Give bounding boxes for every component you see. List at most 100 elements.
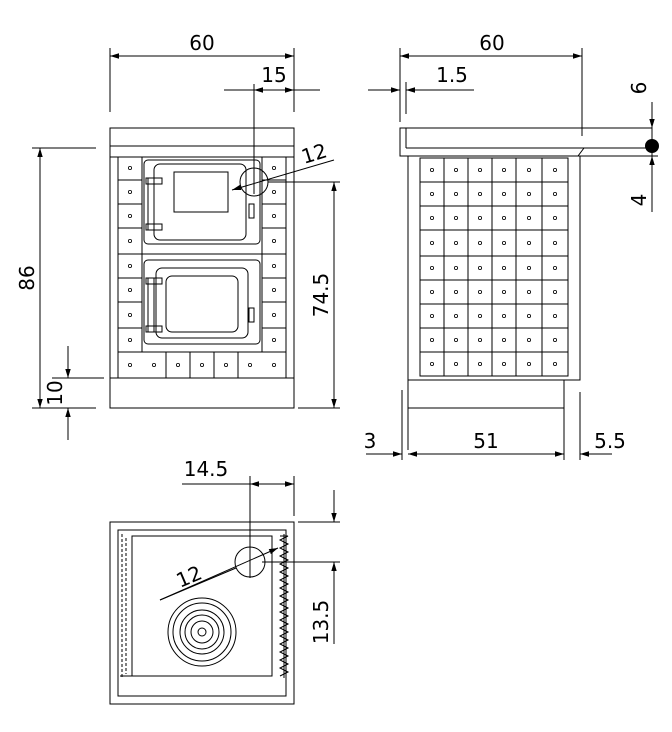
top-view: 14.5 12 13.5 — [109, 457, 340, 705]
side-tile-dot — [501, 289, 506, 294]
side-tile-dots — [429, 167, 558, 366]
top-depth-dimension: 13.5 — [262, 490, 340, 644]
front-base-dimension: 10 — [43, 346, 104, 440]
front-tile-dots — [127, 165, 276, 367]
side-tile-dot — [429, 289, 434, 294]
front-height-label: 86 — [15, 265, 39, 290]
front-tile-field — [117, 156, 287, 379]
side-tile-dot — [477, 240, 482, 245]
side-view: 60 1.5 6 4 3 51 5.5 — [364, 31, 659, 460]
side-top-point — [645, 139, 659, 153]
top-depth-label: 13.5 — [309, 600, 333, 645]
side-tile-dot — [477, 289, 482, 294]
front-offset-label: 15 — [261, 63, 286, 87]
front-tiles-bottom — [142, 253, 262, 378]
front-diameter-label: 12 — [298, 138, 329, 168]
side-tile-dot — [553, 361, 558, 366]
side-tile-dot — [453, 240, 458, 245]
side-tile-dot — [453, 313, 458, 318]
side-tile-dot — [477, 361, 482, 366]
side-bottom-dimensions: 3 51 5.5 — [364, 390, 626, 460]
front-inner-height-label: 74.5 — [309, 273, 333, 318]
front-width-dimension: 60 — [109, 31, 295, 112]
front-base-label: 10 — [43, 380, 67, 405]
top-offset-dimension: 14.5 — [182, 457, 295, 578]
side-tile-dot — [527, 265, 532, 270]
side-tile-dot — [477, 313, 482, 318]
side-tile-dot — [527, 240, 532, 245]
front-base-plinth — [109, 377, 295, 409]
side-tile-dot — [527, 215, 532, 220]
side-tile-dot — [527, 361, 532, 366]
oven-door — [143, 259, 261, 345]
side-tile-dot — [429, 337, 434, 342]
side-tile-dot — [527, 191, 532, 196]
front-offset-dimension: 15 — [224, 63, 320, 194]
side-top-thickness-dimension: 6 4 — [584, 82, 658, 212]
side-tile-dot — [553, 215, 558, 220]
left-grate — [120, 534, 132, 678]
top-diameter-dimension: 12 — [159, 547, 279, 601]
side-tile-dot — [429, 215, 434, 220]
side-body-width-label: 51 — [473, 429, 498, 453]
side-tile-dot — [553, 313, 558, 318]
side-top-plate — [399, 127, 653, 157]
side-tile-dot — [453, 289, 458, 294]
side-left-inset-label: 3 — [364, 429, 377, 453]
side-tile-dot — [477, 191, 482, 196]
side-right-inset-label: 5.5 — [594, 429, 626, 453]
side-tile-grid — [420, 158, 568, 376]
side-tile-dot — [429, 265, 434, 270]
side-tile-dot — [429, 361, 434, 366]
front-height-dimension: 86 — [15, 147, 96, 409]
side-tile-dot — [429, 313, 434, 318]
side-tile-dot — [453, 361, 458, 366]
top-diameter-label: 12 — [173, 561, 206, 593]
side-width-dimension: 60 — [399, 31, 583, 136]
front-width-label: 60 — [189, 31, 214, 55]
side-tile-dot — [527, 313, 532, 318]
side-tile-dot — [453, 265, 458, 270]
side-tile-dot — [527, 337, 532, 342]
side-tile-dot — [477, 167, 482, 172]
side-tile-field — [419, 157, 569, 377]
firebox-door-latch — [248, 203, 255, 219]
side-tile-dot — [501, 167, 506, 172]
side-gap-label: 4 — [627, 194, 651, 207]
top-body-outline — [109, 521, 295, 705]
front-tiles-right — [261, 157, 286, 352]
side-tile-dot — [429, 167, 434, 172]
front-inner-height-dimension: 74.5 — [268, 181, 340, 409]
side-tile-dot — [429, 191, 434, 196]
front-view: 60 15 12 86 74.5 — [15, 31, 340, 440]
firebox-window — [173, 171, 229, 213]
oven-door-latch — [248, 307, 255, 323]
side-tile-dot — [501, 361, 506, 366]
side-tile-dot — [553, 337, 558, 342]
side-tile-dot — [501, 313, 506, 318]
side-tile-dot — [453, 215, 458, 220]
side-width-label: 60 — [479, 31, 504, 55]
side-tile-dot — [553, 240, 558, 245]
side-tile-dot — [453, 191, 458, 196]
firebox-door — [143, 159, 269, 245]
right-grate — [278, 534, 290, 678]
side-tile-dot — [553, 289, 558, 294]
side-tile-dot — [477, 215, 482, 220]
side-tile-dot — [453, 167, 458, 172]
side-tile-dot — [553, 265, 558, 270]
side-tile-dot — [453, 337, 458, 342]
side-top-thickness-label: 6 — [627, 82, 651, 95]
side-tile-dot — [477, 337, 482, 342]
side-tile-dot — [429, 240, 434, 245]
top-offset-label: 14.5 — [184, 457, 229, 481]
side-tile-dot — [501, 337, 506, 342]
side-tile-dot — [527, 167, 532, 172]
side-base-plinth — [407, 379, 565, 409]
side-tile-dot — [527, 289, 532, 294]
side-tile-dot — [501, 215, 506, 220]
side-tile-dot — [501, 191, 506, 196]
side-tile-dot — [553, 191, 558, 196]
main-burner — [167, 597, 237, 667]
